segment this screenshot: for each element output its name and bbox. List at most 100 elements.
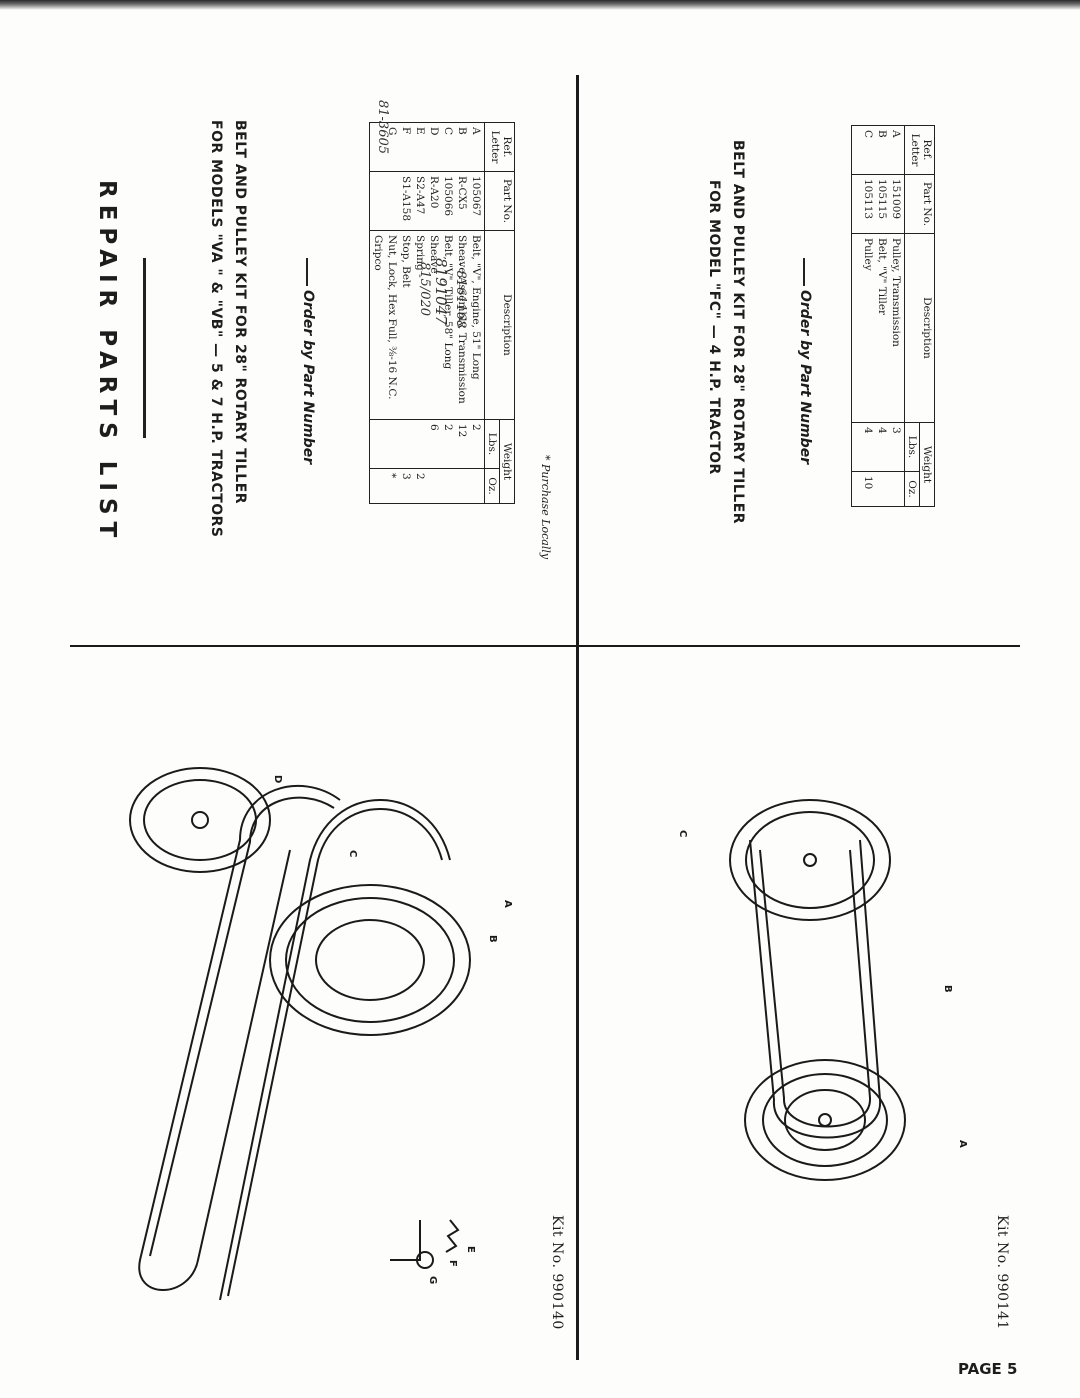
kit1-col-description: Description [484,230,515,420]
handwritten-note-4: - 8161168 [453,262,468,329]
diagram-label-e: E [465,1246,476,1253]
table-cell: S2-A47 [414,176,426,215]
table-cell: 3 [400,473,412,480]
table-cell: 2 [414,473,426,480]
kit2-part-cells: 151009 105115 105113 [851,174,905,234]
kit2-table-body: A B C 151009 105115 105113 Pulley, Trans… [851,125,905,507]
kit2-description-cells: Pulley, Transmission Belt, "V" Tiller Pu… [851,233,905,423]
kit2-lbs-cells: 3 4 4 [851,422,905,472]
stop-f [390,1220,421,1261]
kit2-kit-number: Kit No. 990141 [994,1215,1010,1330]
table-cell: C [862,130,874,139]
table-cell: Pulley, Transmission [890,238,902,347]
table-cell: A [890,130,902,138]
scan-edge [0,0,1080,10]
table-cell: R-CX5 [456,176,468,210]
horizontal-divider [70,645,1020,647]
page-number: PAGE 5 [958,1360,1018,1378]
handwritten-note-2: 815/020 [417,262,432,317]
kit2-col-ref: Ref. Letter [904,125,935,175]
diagram-label-b: B [487,935,498,943]
title-underline [143,258,146,438]
table-cell: D [428,127,440,136]
page-title: REPAIR PARTS LIST [94,180,120,545]
table-cell: B [876,130,888,138]
table-cell: 105113 [862,179,874,220]
kit1-heading: BELT AND PULLEY KIT FOR 28" ROTARY TILLE… [204,120,252,580]
kit1-part-cells: 105067 R-CX5 105066 R-A20 S2-A47 S1-A158 [369,171,485,231]
kit1-diagram: A B C D E F G [129,767,513,1300]
belt-c [138,784,341,1291]
kit2-parts-table-wrap: Ref. Letter Part No. Description Weight … [851,125,935,507]
belt-a [219,799,451,1300]
pulley-b [269,884,471,1036]
table-cell: 12 [456,424,468,438]
table-cell: Pulley [862,238,874,271]
diagram-label-c: C [677,830,688,837]
diagram-label-g: G [427,1276,438,1284]
table-cell: 3 [890,427,902,434]
kit2-col-description: Description [904,233,935,423]
kit1-col-part: Part No. [484,171,515,231]
table-cell: 105067 [470,176,482,217]
kit2-heading: BELT AND PULLEY KIT FOR 28" ROTARY TILLE… [702,140,750,600]
table-cell: 6 [428,424,440,431]
kit2-col-lbs: Lbs. [904,422,920,472]
kit1-col-weight: Weight [499,419,515,504]
table-cell: S1-A158 [400,176,412,222]
table-cell: C [442,127,454,136]
kit2-parts-table: Ref. Letter Part No. Description Weight … [851,125,935,507]
table-cell: B [456,127,468,135]
kit1-lbs-cells: 2 12 2 6 [369,419,485,469]
table-cell: R-A20 [428,176,440,209]
kit1-order-arrow [306,258,308,286]
handwritten-note-1: 81-3605 [375,100,390,155]
diagram-label-a: A [957,1140,968,1148]
kit2-diagram: A B C [677,799,968,1181]
kit1-oz-cells: 2 3 * [369,468,485,504]
table-cell: Stop, Belt [400,235,412,288]
kit2-ref-cells: A B C [851,125,905,175]
table-cell: A [470,127,482,135]
kit2-heading-line2: FOR MODEL "FC" — 4 H.P. TRACTOR [706,180,722,475]
kit1-col-oz: Oz. [484,468,500,504]
table-cell: Belt, "V" Tiller [876,238,888,316]
kit1-footnote: * Purchase Locally [539,455,552,560]
diagram-label-d: D [272,775,283,783]
kit1-col-ref: Ref. Letter [484,122,515,172]
table-cell: F [400,127,412,135]
kit2-oz-cells: 10 [851,471,905,507]
diagram-label-a: A [502,900,513,908]
diagram-label-c: C [347,850,358,857]
table-cell: 2 [470,424,482,431]
table-cell: 105066 [442,176,454,217]
kit1-order-note: Order by Part Number [300,290,316,465]
kit1-col-lbs: Lbs. [484,419,500,469]
table-cell: 2 [442,424,454,431]
pulley-d [129,767,271,873]
table-cell: 4 [862,427,874,434]
diagram-label-f: F [447,1260,458,1267]
kit2-order-arrow [803,258,805,286]
table-cell: 10 [862,476,874,490]
pulley-c [729,799,891,921]
table-cell: Belt, "V", Engine, 51" Long [470,235,482,380]
table-cell: 4 [876,427,888,434]
spring-e [445,1219,460,1253]
table-cell: 105115 [876,179,888,220]
table-cell: 151009 [890,179,902,220]
diagram-label-b: B [942,985,953,993]
nut-g [416,1251,434,1269]
kit2-col-part: Part No. [904,174,935,234]
table-cell: * [386,473,398,479]
kit2-col-oz: Oz. [904,471,920,507]
kit2-col-weight: Weight [919,422,935,507]
handwritten-note-3: 8191047 [432,258,450,325]
pulley-a [744,1059,906,1181]
vertical-divider [576,75,579,1360]
kit1-heading-line2: FOR MODELS "VA " & "VB" — 5 & 7 H.P. TRA… [208,120,224,538]
kit2-heading-line1: BELT AND PULLEY KIT FOR 28" ROTARY TILLE… [730,140,746,525]
kit2-order-note: Order by Part Number [797,290,813,465]
table-cell: Nut, Lock, Hex Full, ⅜-16 N.C. Gripco [372,235,398,400]
